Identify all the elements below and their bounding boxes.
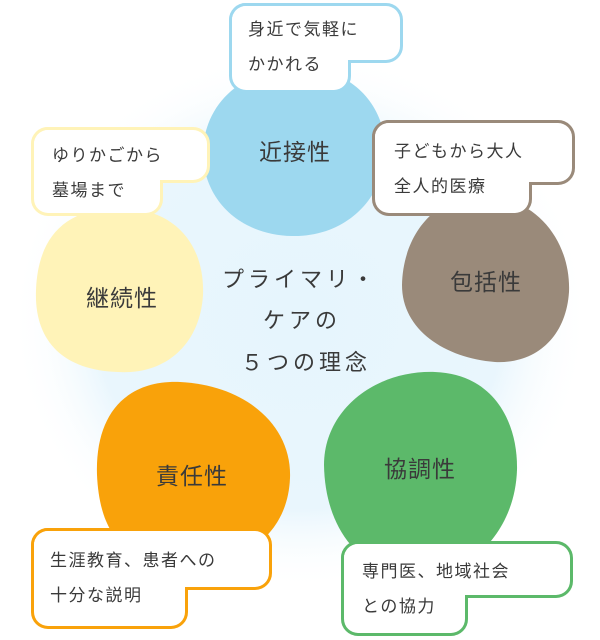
label-coordination: 専門医、地域社会 との協力 (362, 555, 510, 625)
label-line: 身近で気軽に (248, 20, 359, 40)
label-continuity: ゆりかごから 墓場まで (52, 139, 163, 209)
blob-continuity (35, 207, 204, 373)
label-box-comprehensiveness (372, 120, 575, 216)
blob-coordination (324, 371, 518, 576)
title-line-1: プライマリ・ (221, 268, 379, 293)
blob-accountability (96, 381, 291, 566)
label-line: との協力 (362, 597, 436, 617)
principle-name-coordination: 協調性 (384, 457, 456, 483)
principle-name-comprehensiveness: 包括性 (450, 270, 522, 296)
label-line: 生涯教育、患者への (50, 551, 217, 571)
label-line: 子どもから大人 (394, 142, 524, 162)
principle-name-accountability: 責任性 (156, 464, 228, 490)
label-box-accessibility (229, 3, 403, 93)
principle-name-accessibility: 近接性 (259, 140, 331, 166)
label-line: ゆりかごから (52, 146, 163, 166)
blob-accessibility (203, 67, 386, 237)
label-line: 十分な説明 (50, 586, 143, 606)
label-accountability: 生涯教育、患者への 十分な説明 (50, 544, 217, 614)
blob-comprehensiveness (402, 195, 570, 363)
label-comprehensiveness: 子どもから大人 全人的医療 (394, 135, 524, 205)
label-box-coordination (341, 541, 573, 636)
label-line: 全人的医療 (394, 177, 487, 197)
label-line: かかれる (248, 55, 322, 75)
label-box-continuity (31, 127, 210, 216)
label-box-accountability (31, 528, 272, 629)
label-line: 墓場まで (52, 181, 126, 201)
label-accessibility: 身近で気軽に かかれる (248, 13, 359, 83)
label-line: 専門医、地域社会 (362, 562, 510, 582)
title-line-3: ５つの理念 (240, 351, 372, 376)
title-line-2: ケアの (262, 309, 342, 334)
principle-name-continuity: 継続性 (86, 286, 158, 312)
